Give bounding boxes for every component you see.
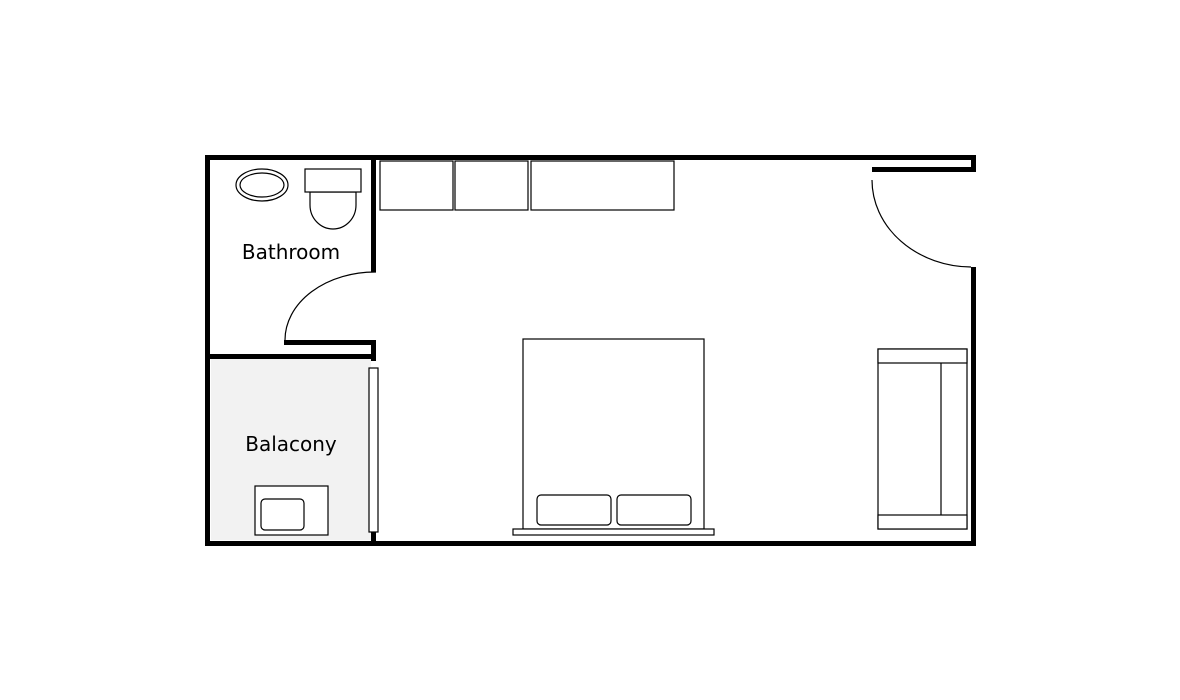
wardrobe-cabinets [379, 160, 675, 211]
bed [512, 338, 715, 536]
bathroom-label: Bathroom [242, 240, 340, 264]
wall-balcony-right-bottom [371, 531, 376, 546]
wall-bottom [205, 541, 976, 546]
sofa-arm-bottom [877, 514, 968, 530]
bathroom-fixtures [235, 168, 362, 230]
main-door-swing[interactable] [871, 179, 972, 268]
cabinet-2 [454, 160, 529, 211]
wall-bathroom-stub [371, 340, 376, 361]
wall-bathroom-jamb [284, 340, 376, 345]
sofa [877, 348, 968, 530]
wall-right [971, 267, 976, 546]
wall-door-jamb-top [872, 167, 976, 172]
wall-top [205, 155, 976, 160]
wall-balcony-top [205, 354, 376, 359]
cabinet-3 [530, 160, 675, 211]
bed-footboard [512, 528, 715, 536]
balcony-sliding-door[interactable] [368, 367, 379, 533]
sink-basin-icon [239, 172, 285, 198]
sofa-arm-top [877, 348, 968, 364]
toilet-tank-icon [304, 168, 362, 193]
chair-seat [260, 498, 305, 531]
toilet-bowl-icon [309, 191, 357, 230]
wall-bathroom-right [371, 155, 376, 272]
cabinet-1 [379, 160, 454, 211]
walls [205, 155, 976, 546]
wall-left [205, 155, 210, 546]
balcony-chair [254, 485, 329, 536]
wall-right-top-stub [971, 155, 976, 172]
pillow-left [536, 494, 612, 526]
sofa-frame [877, 348, 968, 530]
pillow-right [616, 494, 692, 526]
balcony-label: Balacony [245, 432, 337, 456]
bathroom-door-swing[interactable] [284, 271, 377, 341]
